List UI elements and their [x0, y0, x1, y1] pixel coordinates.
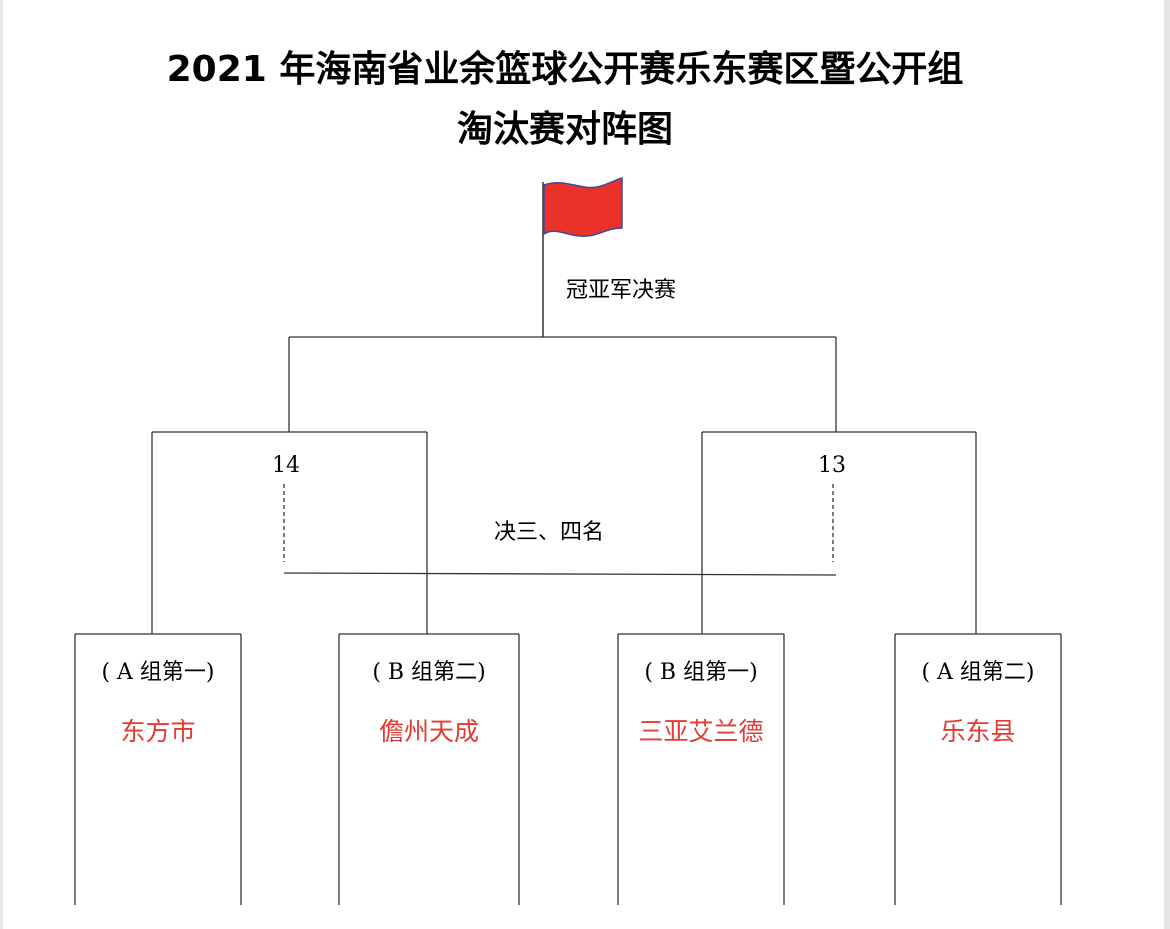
- flag-icon: [542, 177, 623, 337]
- final-label: 冠亚军决赛: [566, 278, 677, 303]
- team-group-1: ( A 组第一): [101, 660, 215, 685]
- semifinal-left-game-number: 14: [272, 453, 300, 478]
- flag-cloth: [543, 177, 623, 237]
- title-line-2: 淘汰赛对阵图: [456, 109, 673, 150]
- team-column-4: [894, 633, 1062, 905]
- page-left-edge: [0, 0, 3, 929]
- team-group-2: ( B 组第二): [372, 660, 486, 685]
- semifinal-right-game-number: 13: [818, 453, 846, 478]
- title-line-1: 2021 年海南省业余篮球公开赛乐东赛区暨公开组: [166, 49, 964, 90]
- team-columns: [74, 633, 1062, 905]
- team-column-3: [617, 633, 785, 905]
- team-column-1: [74, 633, 242, 905]
- team-column-2: [338, 633, 520, 905]
- team-name-4: 乐东县: [940, 717, 1016, 746]
- final-bracket: [288, 336, 837, 432]
- third-place-label: 决三、四名: [494, 520, 605, 545]
- team-name-1: 东方市: [120, 717, 196, 746]
- team-group-3: ( B 组第一): [644, 660, 758, 685]
- team-group-4: ( A 组第二): [921, 660, 1035, 685]
- page-right-edge: [1164, 0, 1170, 929]
- team-name-2: 儋州天成: [378, 717, 480, 746]
- semifinal-left-bracket: [151, 431, 428, 634]
- semifinal-right-bracket: [701, 431, 977, 634]
- third-place-connector: [283, 484, 837, 576]
- team-name-3: 三亚艾兰德: [638, 717, 764, 746]
